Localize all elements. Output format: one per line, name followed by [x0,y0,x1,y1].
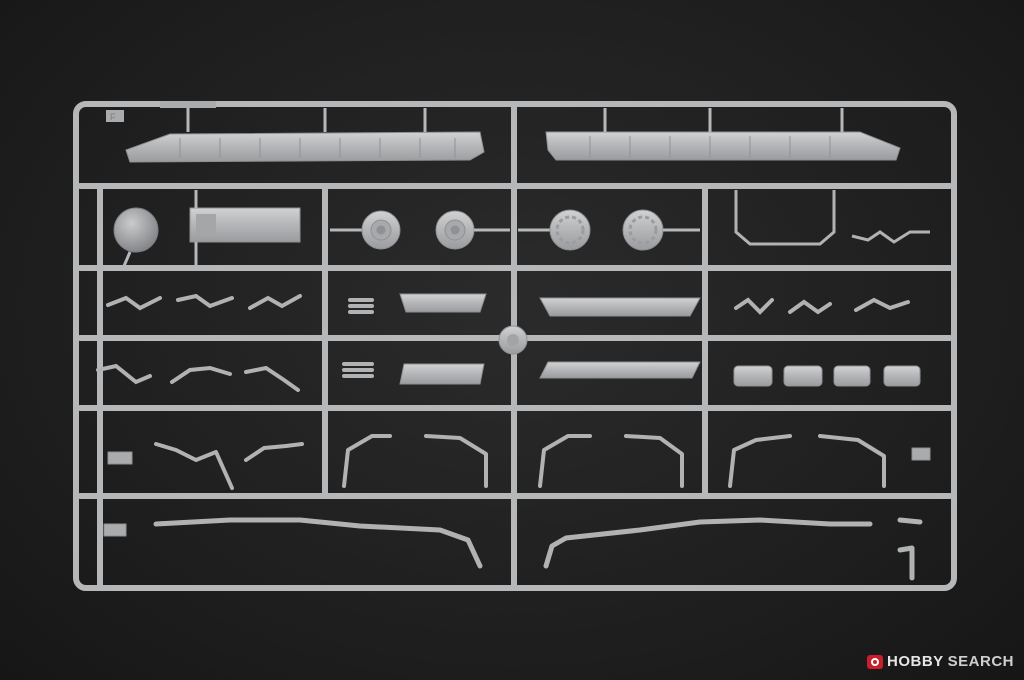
cylinders [733,365,921,387]
road-wheels [330,209,700,251]
row-3-parts [106,293,910,315]
fenders-upper [399,293,701,317]
road-wheel-4 [622,209,700,251]
fenders-lower [399,361,701,385]
watermark-brand: HOBBY [886,653,944,670]
row-4-parts [96,362,374,392]
hobbysearch-logo-icon [866,654,883,669]
road-wheel-2 [435,210,510,250]
row-2-parts [113,190,301,267]
center-hub [498,325,528,355]
hull-panel-left [125,108,485,163]
road-wheel-3 [518,209,591,251]
watermark: HOBBY SEARCH [866,653,1014,670]
watermark-suffix: SEARCH [947,653,1014,670]
suspension-arms [107,434,931,490]
sprue-tag: F [106,101,216,122]
sprue-letter: F [110,112,116,122]
hull-panel-right [545,108,901,161]
fuel-line [734,190,930,246]
sprue-frame [73,101,957,591]
bottom-rods [103,517,923,581]
road-wheel-1 [330,210,401,250]
